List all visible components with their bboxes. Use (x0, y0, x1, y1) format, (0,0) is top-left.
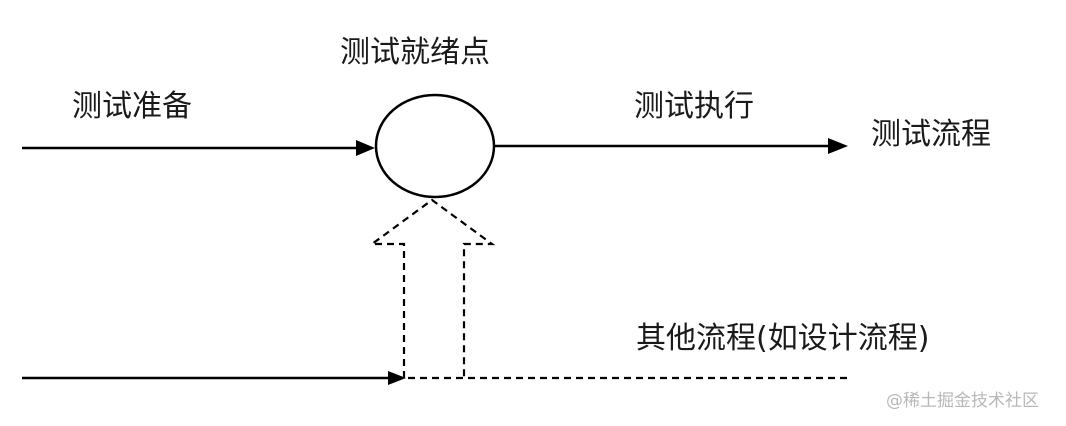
preparation-arrow (22, 140, 375, 156)
dashed-up-arrow (368, 198, 496, 378)
execution-arrow (495, 138, 848, 154)
other-flow-arrow (22, 371, 406, 385)
ready-point-circle (374, 93, 496, 199)
watermark: @稀土掘金技术社区 (886, 391, 1039, 411)
preparation-label: 测试准备 (72, 89, 192, 124)
other-flow-label: 其他流程(如设计流程) (636, 321, 930, 356)
ready-point-label: 测试就绪点 (340, 35, 490, 70)
execution-label: 测试执行 (634, 89, 754, 124)
test-flow-label: 测试流程 (871, 117, 991, 152)
